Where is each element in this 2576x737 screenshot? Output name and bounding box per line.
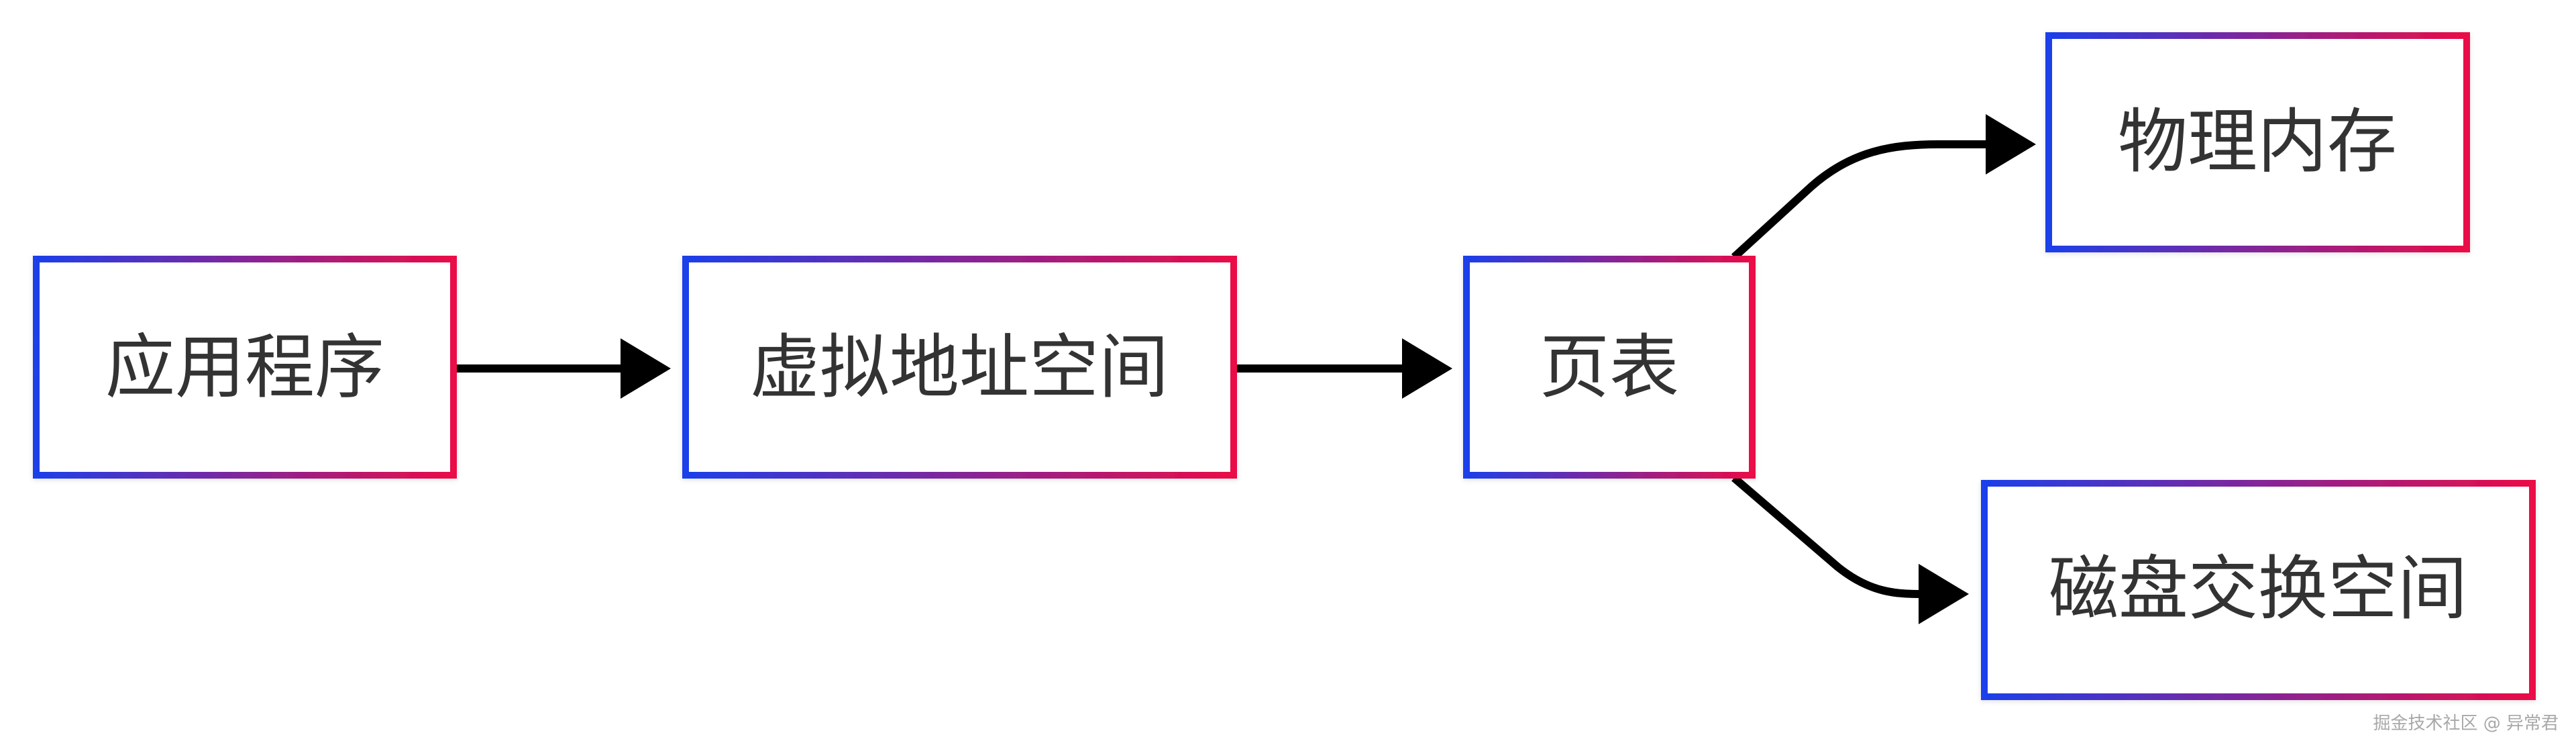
connector-app-to-virtual [456, 338, 671, 399]
node-page-table-label: 页表 [1540, 326, 1679, 408]
watermark: 掘金技术社区 @ 异常君 [2373, 714, 2559, 734]
node-physical-memory-label: 物理内存 [2118, 101, 2397, 183]
node-application: 应用程序 [33, 256, 457, 479]
node-page-table: 页表 [1463, 256, 1756, 479]
node-physical-memory: 物理内存 [2045, 32, 2470, 252]
node-virtual-address-space-label: 虚拟地址空间 [750, 326, 1169, 408]
connector-pagetable-to-swap [1731, 475, 1969, 624]
connector-pagetable-to-physical [1731, 114, 2036, 260]
node-disk-swap-space: 磁盘交换空间 [1981, 480, 2536, 700]
node-application-label: 应用程序 [105, 326, 384, 408]
node-virtual-address-space: 虚拟地址空间 [682, 256, 1237, 479]
node-disk-swap-space-label: 磁盘交换空间 [2049, 548, 2467, 630]
connector-virtual-to-pagetable [1236, 338, 1452, 399]
